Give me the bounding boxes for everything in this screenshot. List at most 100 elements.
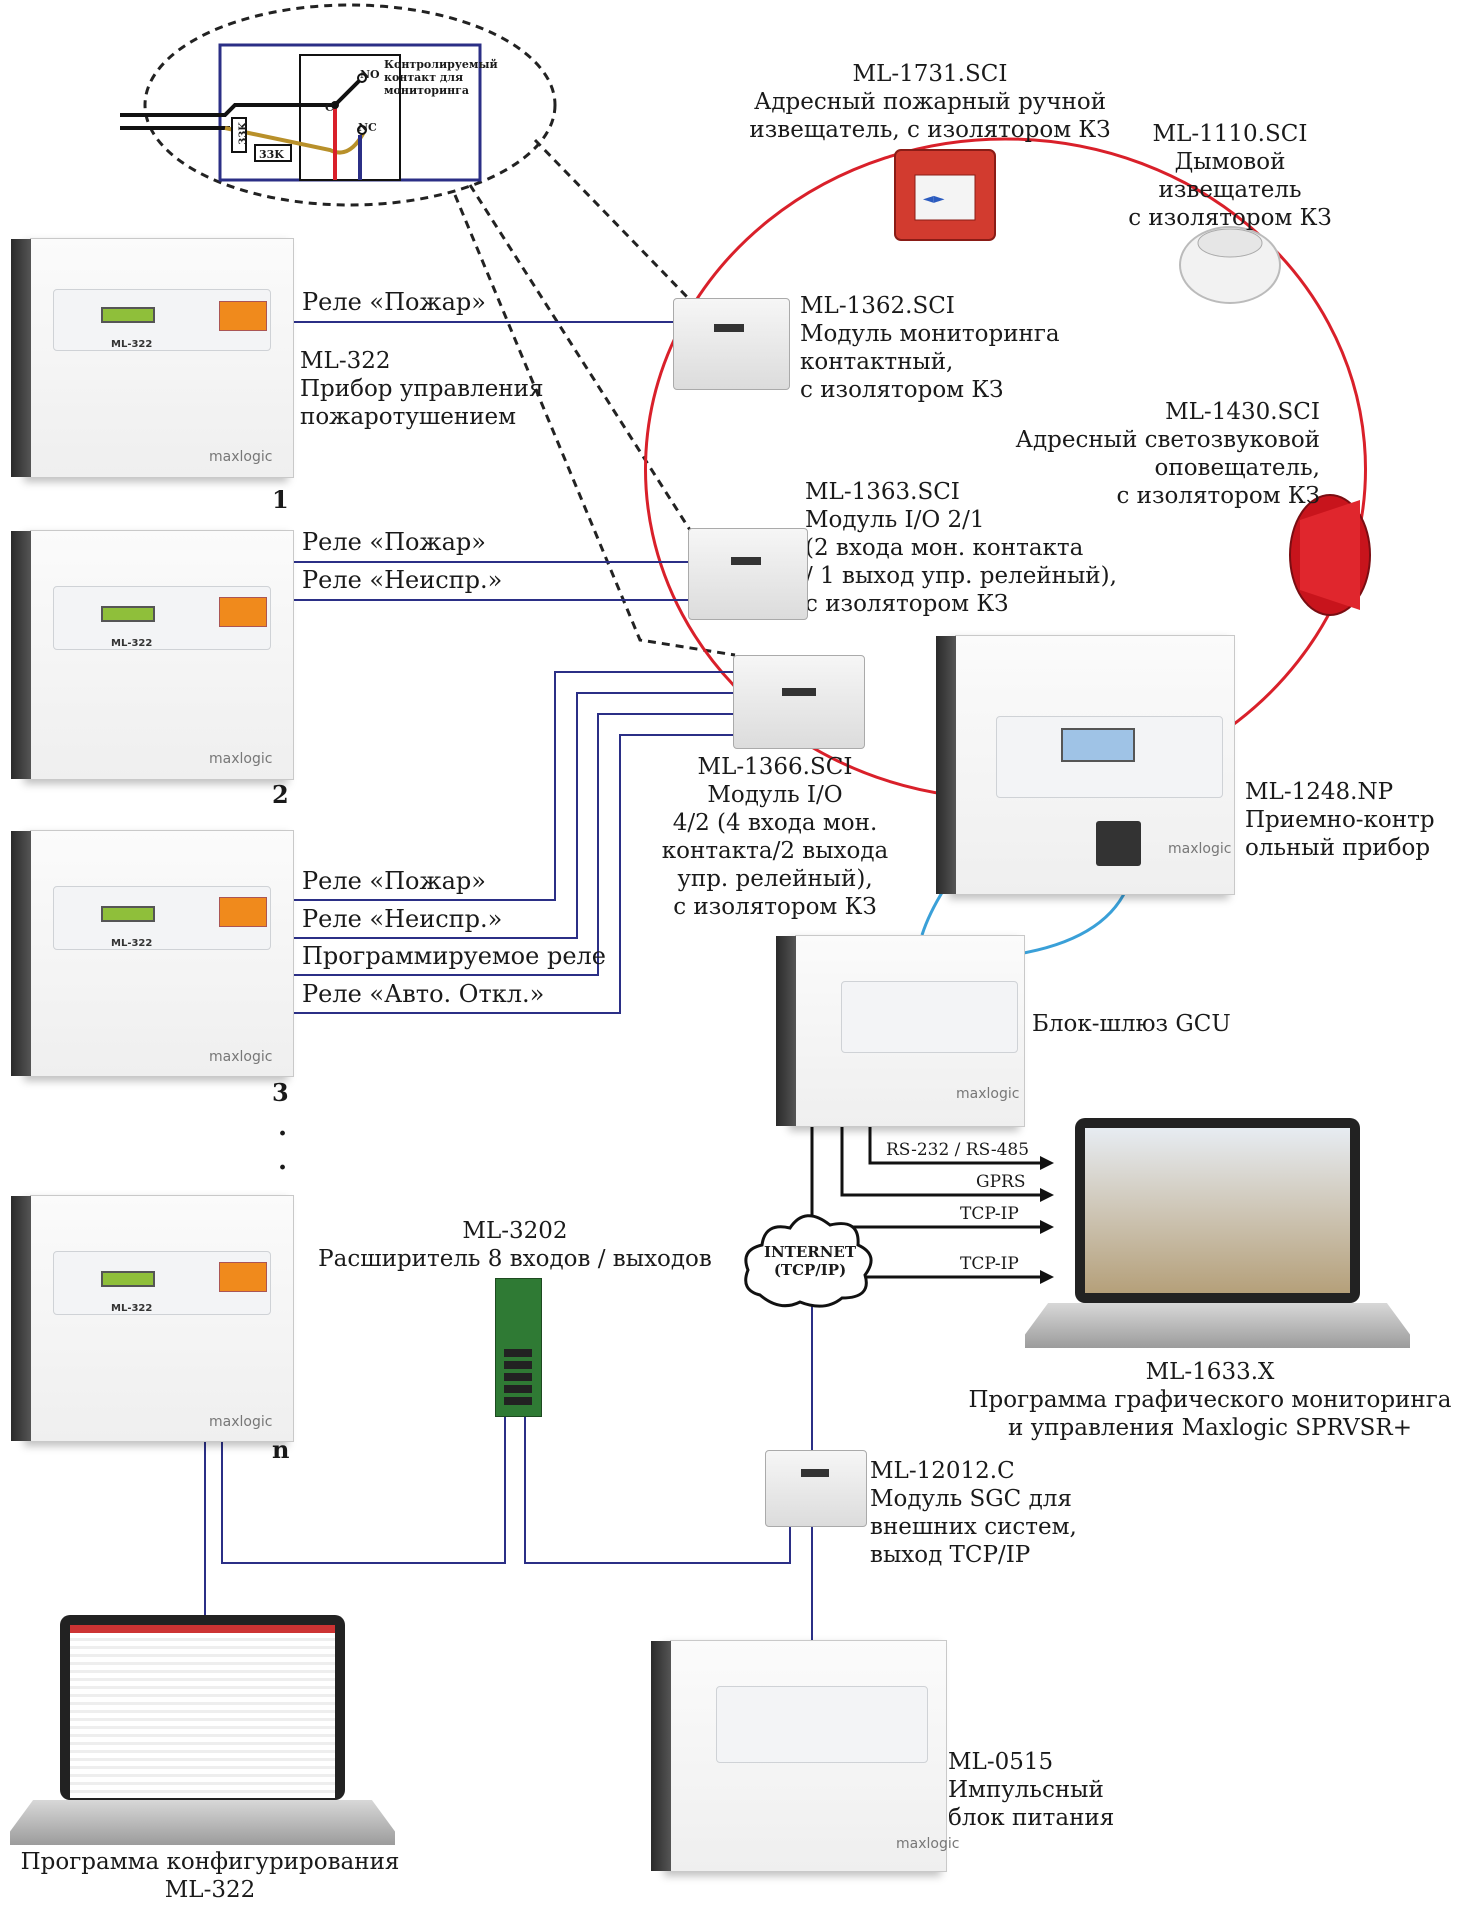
sprvsr-screen-content	[1085, 1128, 1350, 1293]
panel-model: ML-322	[111, 938, 153, 949]
ml1366-module	[733, 655, 865, 749]
label-ml1430: ML-1430.SCI Адресный светозвуковой опове…	[1015, 399, 1320, 509]
ml1362-module	[673, 298, 790, 390]
wire-label-gprs: GPRS	[976, 1172, 1026, 1192]
addressable-loop	[644, 309, 951, 797]
inset-label-nc: NC	[358, 121, 377, 134]
ml0515-panel: maxlogic	[651, 1640, 959, 1872]
config-screen-content	[70, 1625, 335, 1798]
panel-front	[716, 1686, 928, 1763]
panel-key-label	[219, 597, 267, 627]
bus-wire	[221, 1415, 506, 1564]
ml322-panel-n: ML-322 maxlogic	[11, 1195, 294, 1442]
bus-wire	[290, 692, 735, 939]
wire-label-p3-fault: Реле «Неиспр.»	[302, 905, 503, 933]
smoke-detector-head	[1197, 228, 1263, 258]
label-ml0515: ML-0515 Импульсный блок питания	[948, 1749, 1115, 1831]
panel-lcd	[101, 1271, 155, 1287]
wire-label-p3-fire: Реле «Пожар»	[302, 867, 486, 895]
inset-callout-ellipse	[143, 3, 557, 207]
inset-contact-box	[299, 54, 401, 181]
label-ml1633: ML-1633.X Программа графического монитор…	[968, 1359, 1452, 1441]
inset-title: Контролируемый контакт для мониторинга	[384, 58, 498, 97]
ml322-panel-3: ML-322 maxlogic	[11, 830, 294, 1077]
inset-resistor-label: 33K	[259, 148, 284, 161]
maxlogic-logo: maxlogic	[209, 1049, 273, 1065]
module-display	[714, 324, 744, 332]
gcu-panel: maxlogic	[776, 935, 1025, 1127]
inset-terminal	[357, 125, 367, 135]
maxlogic-logo: maxlogic	[209, 751, 273, 767]
panel-model: ML-322	[111, 1303, 153, 1314]
ml322-panel-2: ML-322 maxlogic	[11, 530, 294, 780]
label-ml12012: ML-12012.C Модуль SGC для внешних систем…	[870, 1458, 1077, 1568]
wire-label-p3-prog: Программируемое реле	[302, 942, 606, 970]
wire-label-p1-fire: Реле «Пожар»	[302, 288, 486, 316]
panel-side	[651, 1641, 671, 1871]
callout-leader-line	[533, 138, 692, 302]
ml322-panel-1: ML-322 maxlogic	[11, 238, 294, 478]
bus-wire	[290, 671, 735, 901]
panel-lcd	[101, 906, 155, 922]
module-display	[782, 688, 816, 696]
arrow-head	[1040, 1270, 1054, 1284]
inset-terminal	[357, 73, 367, 83]
sprvsr-laptop-base	[1025, 1303, 1410, 1348]
maxlogic-logo: maxlogic	[956, 1086, 1020, 1102]
panel-number: 2	[272, 780, 289, 809]
label-ml1110: ML-1110.SCI Дымовой извещатель с изолято…	[1128, 121, 1332, 231]
internet-cloud	[744, 1214, 873, 1308]
panel-model: ML-322	[111, 339, 153, 350]
panel-side	[11, 239, 31, 477]
callout-leader-line	[468, 184, 692, 531]
wire-label-p3-auto: Реле «Авто. Откл.»	[302, 980, 545, 1008]
label-ml1362: ML-1362.SCI Модуль мониторинга контактны…	[800, 293, 1060, 403]
arrow-head	[1040, 1220, 1054, 1234]
internet-cloud-label: INTERNET (TCP/IP)	[763, 1243, 857, 1279]
maxlogic-logo: maxlogic	[209, 449, 273, 465]
ml3202-board	[495, 1278, 542, 1417]
ml12012-module	[765, 1450, 867, 1527]
panel-key-label	[219, 301, 267, 331]
module-display	[731, 557, 761, 565]
config-laptop-base	[10, 1800, 395, 1845]
module-display	[801, 1469, 829, 1477]
panel-front	[841, 981, 1018, 1053]
bus-wire	[290, 713, 735, 976]
wire-label-tcp1: TCP-IP	[960, 1204, 1019, 1224]
sprvsr-laptop-screen	[1075, 1118, 1360, 1303]
label-ml1731: ML-1731.SCI Адресный пожарный ручной изв…	[749, 61, 1111, 143]
label-gcu: Блок-шлюз GCU	[1032, 1011, 1231, 1037]
ml1363-module	[688, 528, 808, 620]
wire-label-rs: RS-232 / RS-485	[886, 1140, 1030, 1160]
panel-lcd	[101, 307, 155, 323]
panel-side	[936, 636, 956, 894]
maxlogic-logo: maxlogic	[896, 1836, 960, 1852]
printer-slot	[1096, 821, 1141, 866]
call-point-arrows: ◄►	[923, 191, 945, 207]
board-relays	[504, 1349, 532, 1409]
inset-label-no: NO	[360, 68, 380, 81]
arrow-head	[1040, 1188, 1054, 1202]
panel-model: ML-322	[111, 638, 153, 649]
gcu-output-wire	[868, 1125, 1040, 1165]
manual-call-point-window	[914, 174, 976, 221]
panel-side	[11, 1196, 31, 1441]
label-ml1248: ML-1248.NP Приемно-контр ольный прибор	[1245, 779, 1435, 861]
panel-number: n	[272, 1435, 290, 1464]
label-ml1363: ML-1363.SCI Модуль I/O 2/1 (2 входа мон.…	[805, 479, 1117, 617]
panel-side	[776, 936, 796, 1126]
inset-switch-arm	[333, 76, 364, 107]
inset-black-wire	[120, 103, 335, 117]
config-laptop-screen	[60, 1615, 345, 1800]
inset-label-c: C	[325, 101, 334, 114]
panel-key-label	[219, 897, 267, 927]
panel-number: 3	[272, 1078, 289, 1107]
wire-label-p2-fire: Реле «Пожар»	[302, 528, 486, 556]
wire-label-p2-fault: Реле «Неиспр.»	[302, 566, 503, 594]
inset-resistor-label: 33K	[238, 122, 249, 145]
inset-terminal	[331, 101, 339, 109]
panel-side	[11, 531, 31, 779]
